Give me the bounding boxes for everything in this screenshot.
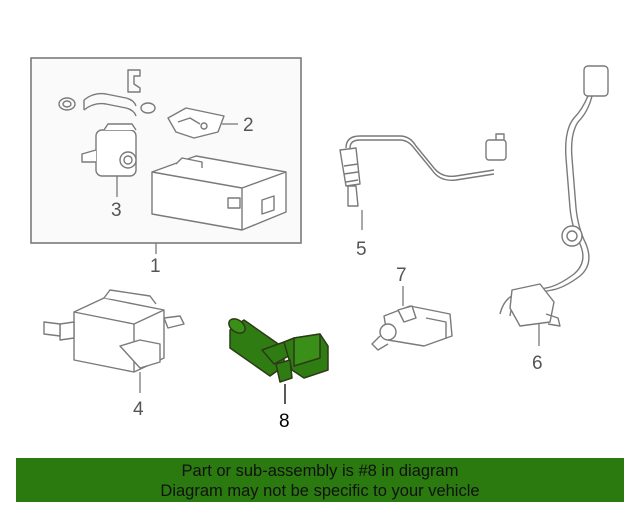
bracket-part-2: [167, 107, 225, 139]
valve-part-3: [81, 123, 137, 177]
callout-1: 1: [150, 256, 161, 277]
info-banner: Part or sub-assembly is #8 in diagram Di…: [16, 458, 624, 502]
oxygen-sensor-part-5: [339, 133, 507, 207]
valve-part-4: [43, 289, 185, 373]
callout-6: 6: [532, 353, 543, 374]
callout-2: 2: [243, 115, 254, 136]
sensor-part-6: [499, 65, 609, 327]
hose-clamp-part: [58, 69, 156, 117]
callout-3: 3: [111, 200, 122, 221]
charcoal-canister: [151, 155, 287, 231]
callout-5: 5: [356, 239, 367, 260]
callout-7: 7: [396, 265, 407, 286]
banner-line-2: Diagram may not be specific to your vehi…: [160, 482, 480, 500]
banner-line-1: Part or sub-assembly is #8 in diagram: [181, 462, 459, 480]
camshaft-sensor-part-8[interactable]: [226, 316, 329, 383]
callout-4: 4: [133, 399, 144, 420]
callout-8: 8: [279, 411, 290, 432]
sensor-part-7: [371, 305, 453, 351]
